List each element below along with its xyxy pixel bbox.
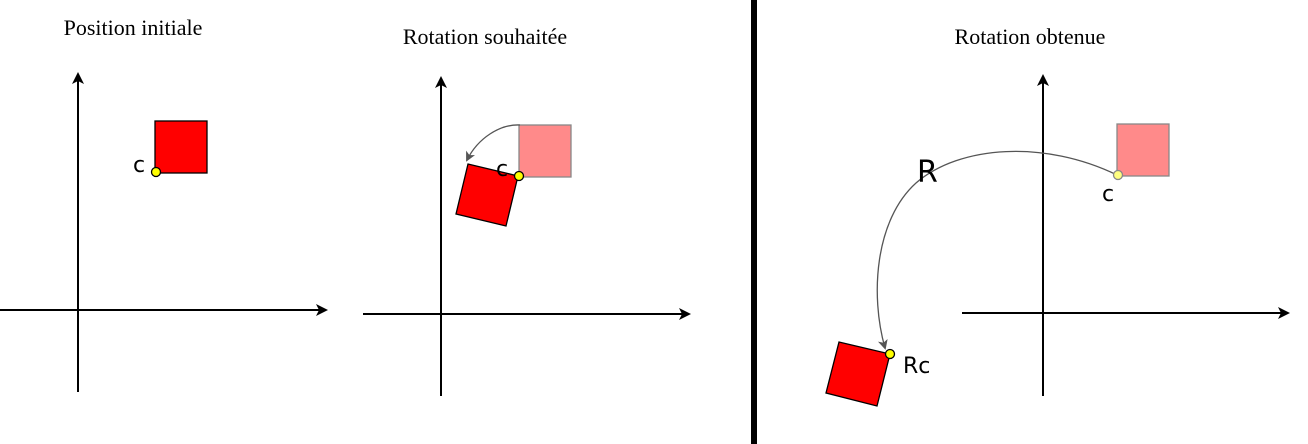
point-label-c: c (133, 153, 145, 178)
panel-initial-position: Position initiale c (0, 15, 328, 392)
panel-separator (751, 0, 757, 444)
ghost-square (1116, 123, 1170, 177)
rotated-square (825, 341, 891, 407)
point-label-c: c (1102, 182, 1114, 207)
point-rc (884, 348, 896, 360)
square (154, 120, 208, 174)
point-label-c: c (496, 157, 508, 182)
panel-title-obtained: Rotation obtenue (955, 24, 1106, 49)
panel-title-desired: Rotation souhaitée (403, 24, 567, 49)
rotated-square (455, 163, 519, 227)
panel-desired-rotation: Rotation souhaitée c (363, 24, 691, 396)
point-label-rc: Rc (903, 354, 930, 379)
point-c (150, 166, 162, 178)
rotation-label-r: R (917, 155, 938, 190)
rotation-arc (876, 150, 1118, 350)
panel-obtained-rotation: Rotation obtenue c R Rc (825, 24, 1290, 407)
rotation-arrow (466, 124, 521, 162)
point-c (513, 170, 525, 182)
panel-title-initial: Position initiale (64, 15, 203, 40)
point-c (1112, 169, 1124, 181)
ghost-square (518, 124, 572, 178)
